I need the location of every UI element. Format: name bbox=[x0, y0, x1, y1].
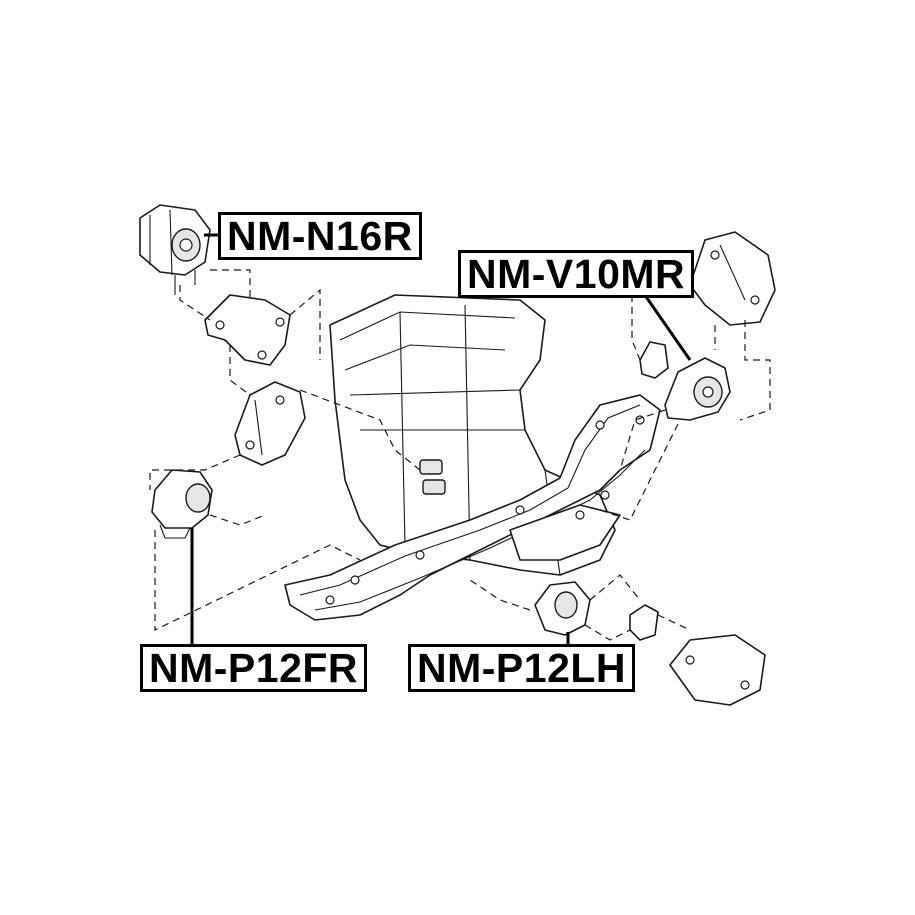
part-label-p12fr: NM-P12FR bbox=[140, 644, 368, 692]
part-label-p12lh: NM-P12LH bbox=[408, 644, 636, 692]
mount-n16r-icon bbox=[139, 204, 211, 295]
assembly-dashed-lines bbox=[149, 269, 771, 641]
mount-p12fr-icon bbox=[151, 469, 213, 539]
part-label-n16r: NM-N16R bbox=[218, 212, 422, 260]
bracket-upper-right-icon bbox=[689, 231, 776, 326]
part-label-v10mr: NM-V10MR bbox=[458, 250, 695, 298]
crossmember-icon bbox=[284, 394, 661, 621]
mount-v10mr-icon bbox=[639, 341, 731, 421]
bracket-n16r-icon bbox=[204, 294, 291, 366]
bracket-lower-left-icon bbox=[234, 381, 306, 466]
bracket-lower-right-icon bbox=[629, 604, 766, 706]
mount-p12lh-icon bbox=[534, 581, 591, 636]
